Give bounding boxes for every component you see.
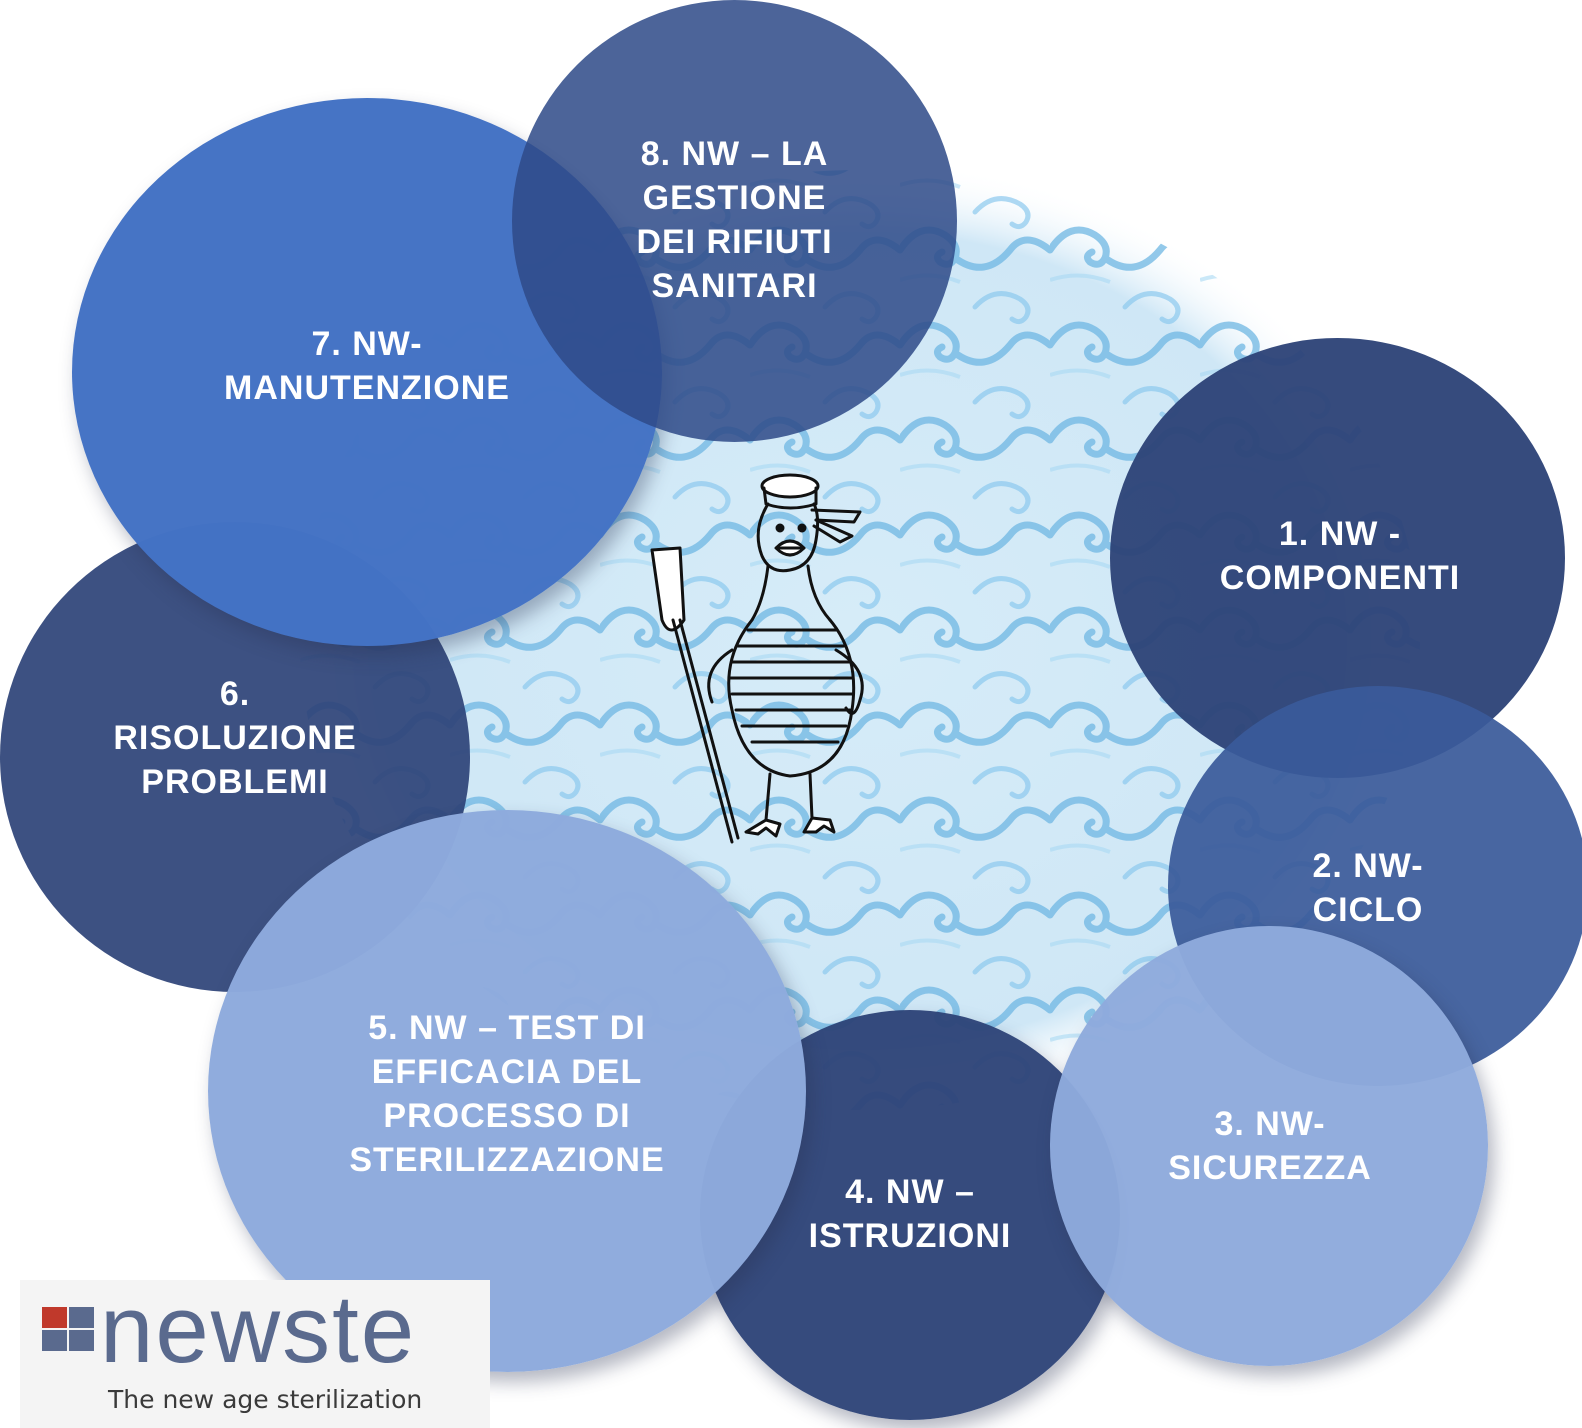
- topic-label-line: STERILIZZAZIONE: [349, 1141, 665, 1179]
- topic-label-line: DEI RIFIUTI: [636, 223, 833, 261]
- topic-label-line: CICLO: [1312, 891, 1424, 929]
- logo-wordmark: newste: [100, 1280, 417, 1383]
- topic-label-line: 7. NW-: [311, 325, 423, 363]
- logo-panel: [20, 1280, 490, 1428]
- topic-circle-test-efficacia[interactable]: 5. NW – TEST DI EFFICACIA DEL PROCESSO D…: [208, 810, 806, 1372]
- topic-label-line: RISOLUZIONE: [113, 719, 357, 757]
- logo-tagline: The new age sterilization: [108, 1385, 423, 1414]
- topic-label-line: 2. NW-: [1312, 847, 1424, 885]
- topic-label-line: PROBLEMI: [141, 763, 329, 801]
- topic-label-line: EFFICACIA DEL: [371, 1053, 643, 1091]
- topic-label-line: 6.: [219, 675, 251, 713]
- sailor-duck-with-oar-icon: [650, 473, 864, 844]
- topic-circle-sicurezza[interactable]: 3. NW- SICUREZZA: [1050, 926, 1488, 1366]
- topic-label-line: ISTRUZIONI: [808, 1217, 1012, 1255]
- topic-label-line: 4. NW –: [845, 1173, 975, 1211]
- topic-label-line: 5. NW – TEST DI: [368, 1009, 646, 1047]
- topic-label-line: SANITARI: [651, 267, 818, 305]
- topic-label-line: 3. NW-: [1214, 1105, 1326, 1143]
- topic-circle-gestione-rifiuti[interactable]: 8. NW – LA GESTIONE DEI RIFIUTI SANITARI: [512, 0, 957, 442]
- topic-label-line: SICUREZZA: [1168, 1149, 1372, 1187]
- topic-label-line: 1. NW -: [1278, 515, 1402, 553]
- topic-label-line: MANUTENZIONE: [224, 369, 510, 407]
- topic-label-line: PROCESSO DI: [383, 1097, 631, 1135]
- topic-label-line: 8. NW – LA: [640, 135, 829, 173]
- topic-label-line: GESTIONE: [642, 179, 827, 217]
- newster-logo-mark-icon: [42, 1307, 94, 1351]
- topic-label-line: COMPONENTI: [1219, 559, 1461, 597]
